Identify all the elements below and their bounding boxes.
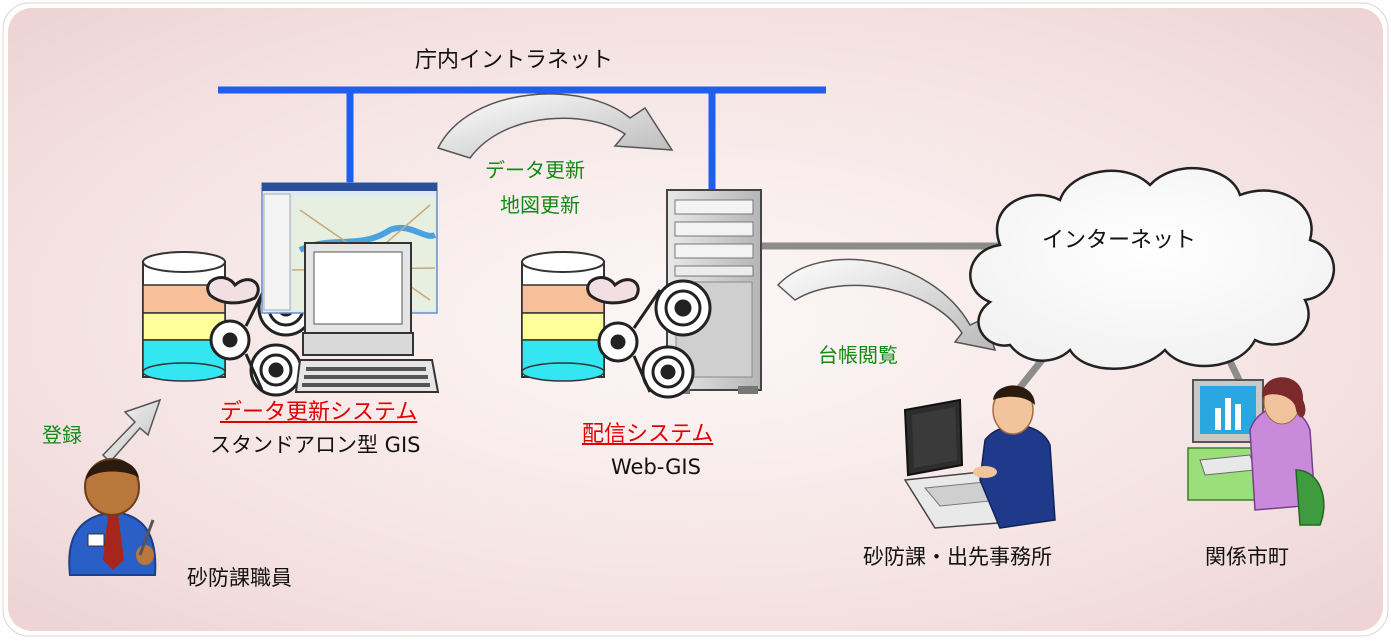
office-label: 砂防課・出先事務所 [863,545,1052,569]
municipality-label: 関係市町 [1205,545,1289,569]
database-icon-2 [521,251,605,382]
data-update-arrow [436,93,674,159]
office-worker-icon [903,385,1056,529]
intranet-line [218,86,826,190]
intranet-label: 庁内イントラネット [415,48,614,73]
municipality-worker-icon [1187,377,1325,526]
ledger-view-arrow [776,258,997,351]
delivery-system-subtitle: Web-GIS [611,455,701,479]
register-label: 登録 [42,423,82,447]
gears-icon-2 [586,276,712,399]
internet-label: インターネット [1042,228,1197,253]
map-update-label: 地図更新 [500,193,580,217]
cloud-icon [969,166,1336,370]
register-arrow [101,398,162,464]
update-system-title: データ更新システム [220,400,418,425]
update-system-subtitle: スタンドアロン型 GIS [210,433,421,457]
server-icon [666,189,762,394]
staff-person-icon [68,458,157,576]
data-update-label: データ更新 [485,158,585,182]
staff-label: 砂防課職員 [187,566,292,590]
standalone-pc-icon [261,182,440,393]
ledger-view-label: 台帳閲覧 [818,343,898,367]
delivery-system-title: 配信システム [582,422,714,447]
database-icon [142,251,226,382]
